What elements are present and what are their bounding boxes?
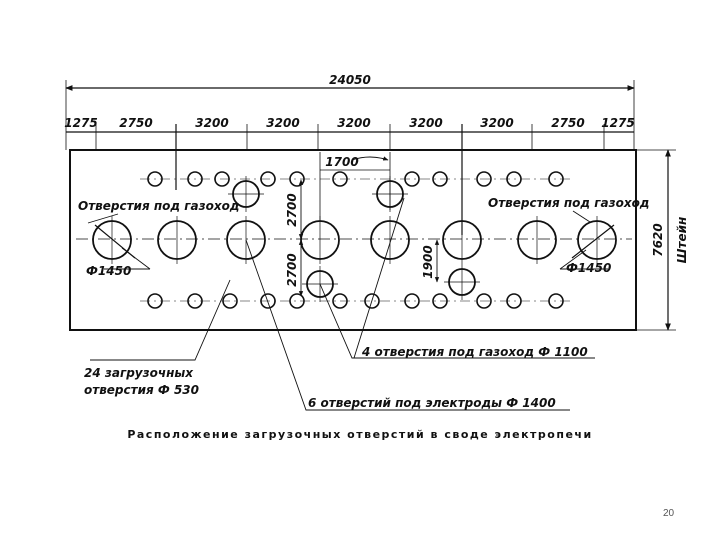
label-dia-right: Ф1450: [566, 261, 611, 275]
label-electrodes: 6 отверстий под электроды Ф 1400: [308, 396, 556, 410]
dim-segment: 2750: [551, 116, 584, 130]
dim-vertical-1900: 1900: [421, 245, 435, 278]
loading-holes-top: [147, 171, 564, 187]
dim-total: 24050: [329, 73, 371, 87]
loading-holes-bottom: [147, 293, 564, 309]
figure-caption: Расположение загрузочных отверстий в сво…: [127, 428, 593, 441]
label-loading-line2: отверстия Ф 530: [84, 383, 199, 397]
dim-segment: 3200: [337, 116, 370, 130]
label-gas-left: Отверстия под газоход: [78, 199, 240, 213]
dim-segment: 2750: [119, 116, 152, 130]
label-gas-right: Отверстия под газоход: [488, 196, 650, 210]
dim-segments: 1275 2750 3200 3200 3200 3200 3200 2750 …: [64, 116, 634, 130]
page-number: 20: [663, 508, 675, 519]
electrode-holes: [92, 220, 617, 260]
dim-segment: 1275: [601, 116, 634, 130]
roof-outline: [69, 149, 637, 331]
dim-segment: 3200: [409, 116, 442, 130]
dim-vertical-upper: 2700: [285, 193, 299, 226]
dim-vertical-lower: 2700: [285, 253, 299, 286]
dim-height: 7620: [651, 223, 665, 256]
dim-segment: 3200: [480, 116, 513, 130]
dim-segment: 3200: [195, 116, 228, 130]
label-gas-outlet: 4 отверстия под газоход Ф 1100: [361, 345, 588, 359]
dim-segment: 1275: [64, 116, 97, 130]
label-dia-left: Ф1450: [86, 264, 131, 278]
dim-side-label: Штейн: [675, 217, 689, 264]
dim-segment: 3200: [266, 116, 299, 130]
dim-offset: 1700: [325, 155, 358, 169]
label-loading-line1: 24 загрузочных: [84, 366, 194, 380]
